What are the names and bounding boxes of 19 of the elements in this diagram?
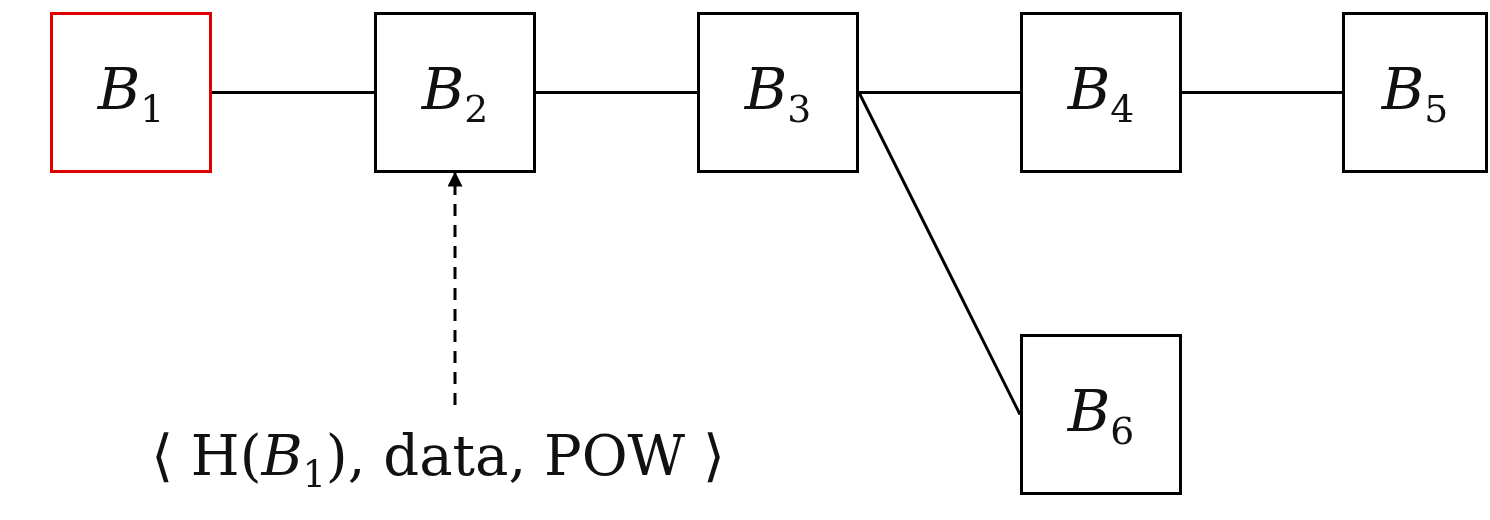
block-box bbox=[374, 12, 536, 173]
link-line bbox=[857, 91, 1022, 416]
link-line bbox=[536, 91, 697, 94]
block-box bbox=[50, 12, 212, 173]
link-line bbox=[212, 91, 374, 94]
block-box bbox=[1020, 12, 1182, 173]
block-label: B$_{6}$ bbox=[1067, 376, 1135, 453]
block-label: B$_{1}$ bbox=[97, 54, 165, 131]
block-label: B$_{5}$ bbox=[1381, 54, 1449, 131]
arrow bbox=[447, 171, 463, 405]
link-line bbox=[1182, 91, 1342, 94]
block-label: B$_{3}$ bbox=[744, 54, 812, 131]
block-label: B$_{2}$ bbox=[421, 54, 489, 131]
block-box bbox=[697, 12, 859, 173]
link-line bbox=[859, 91, 1020, 94]
tuple-formula: ⟨ H(B$_{1}$), data, POW ⟩ bbox=[151, 423, 725, 497]
block-box bbox=[1342, 12, 1488, 173]
block-label: B$_{4}$ bbox=[1067, 54, 1135, 131]
block-box bbox=[1020, 334, 1182, 495]
